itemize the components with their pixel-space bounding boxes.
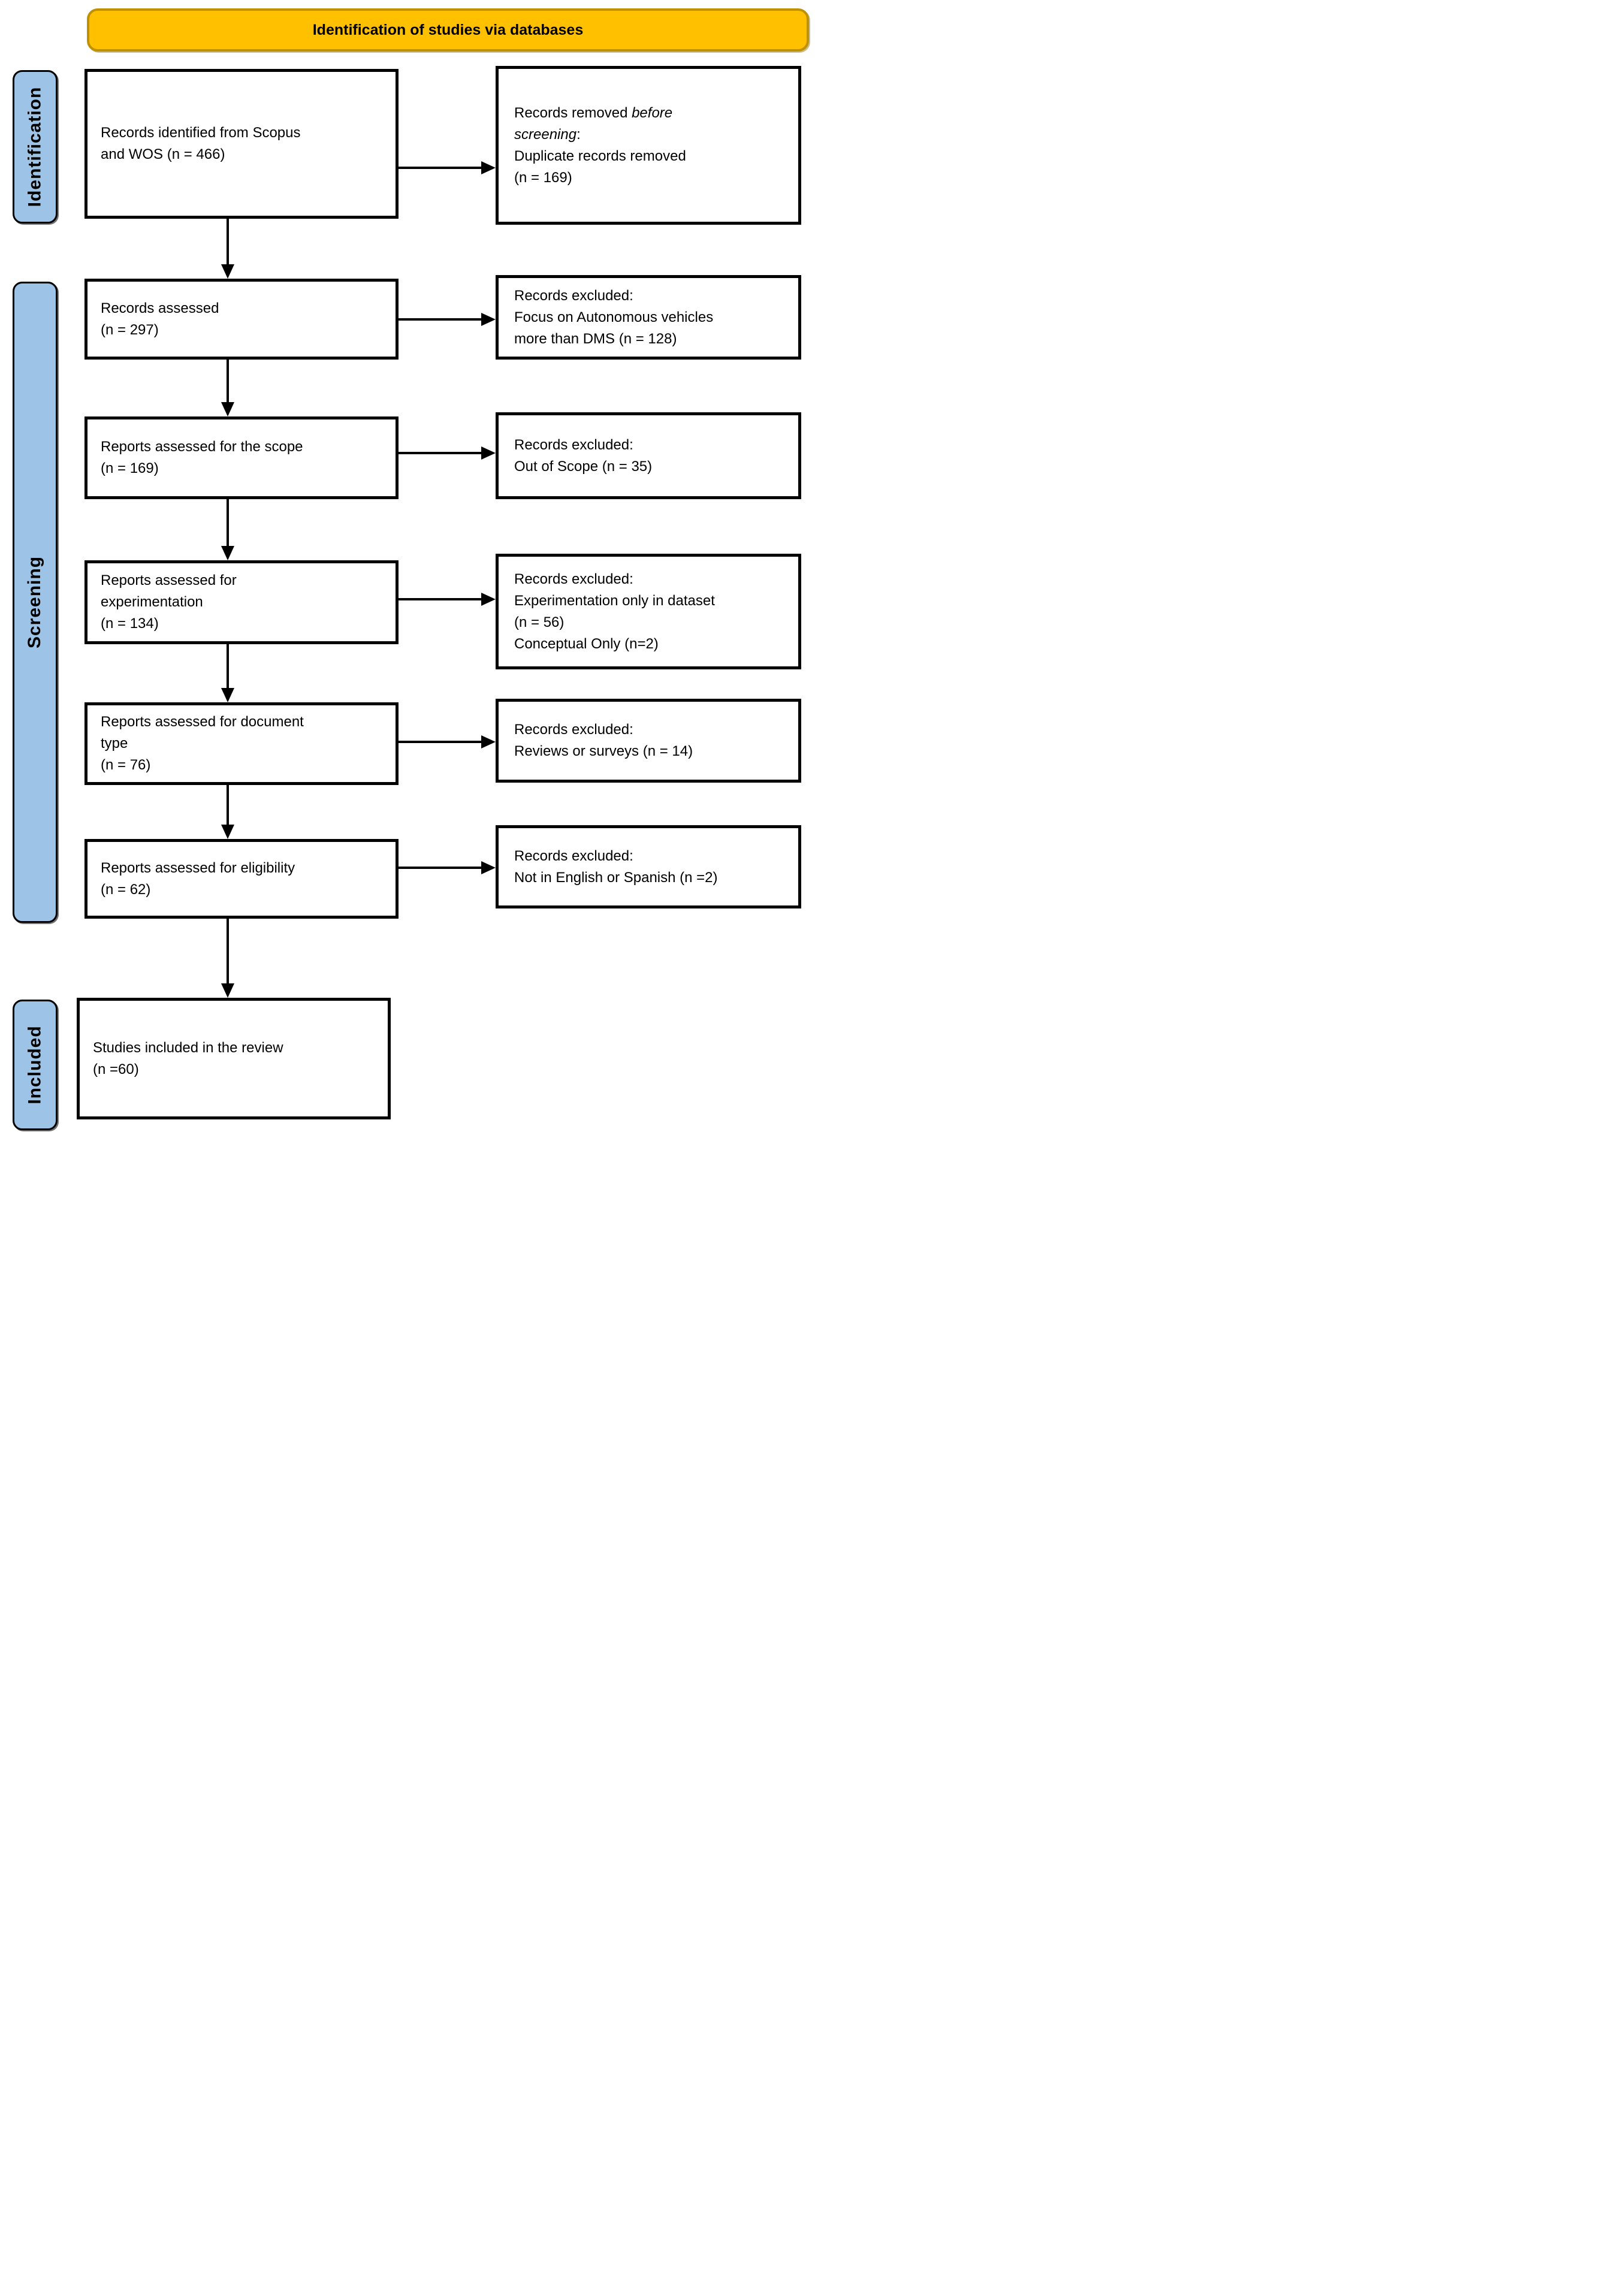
box-reports-scope: Reports assessed for the scope (n = 169)	[84, 416, 399, 499]
box-text-line: more than DMS (n = 128)	[514, 330, 677, 347]
box-reports-eligibility: Reports assessed for eligibility (n = 62…	[84, 839, 399, 919]
arrow-line	[399, 741, 482, 743]
box-text-line: Duplicate records removed	[514, 147, 686, 164]
arrow-head-icon	[221, 546, 234, 560]
stage-screening: Screening	[13, 282, 58, 923]
stage-identification: Identification	[13, 70, 58, 224]
arrow-head-icon	[481, 161, 496, 174]
arrow-head-icon	[481, 735, 496, 748]
box-text-line: (n =60)	[93, 1061, 139, 1077]
box-text-line: Reports assessed for document	[101, 714, 304, 730]
box-text-line: Records excluded:	[514, 287, 633, 304]
arrow-head-icon	[481, 446, 496, 460]
heading-italic-text: before	[632, 104, 673, 121]
diagram-title: Identification of studies via databases	[312, 21, 584, 38]
arrow-line	[227, 644, 229, 689]
box-excluded-autonomous: Records excluded: Focus on Autonomous ve…	[496, 275, 801, 360]
box-excluded-reviews: Records excluded: Reviews or surveys (n …	[496, 699, 801, 783]
heading-italic-text: screening	[514, 126, 577, 143]
arrow-line	[399, 167, 482, 169]
box-text-line: screening:	[499, 124, 798, 146]
stage-included-label: Included	[25, 1025, 45, 1104]
arrow-line	[227, 919, 229, 985]
arrow-head-icon	[221, 983, 234, 998]
arrow-head-icon	[221, 825, 234, 839]
arrow-head-icon	[221, 688, 234, 702]
prisma-flow-diagram: Identification of studies via databases …	[0, 0, 812, 1135]
stage-identification-label: Identification	[25, 86, 45, 207]
box-text-line: Records excluded:	[514, 847, 633, 864]
box-text-line: (n = 169)	[514, 169, 572, 186]
arrow-head-icon	[481, 593, 496, 606]
arrow-head-icon	[221, 402, 234, 416]
box-text-line: Records removed before	[499, 102, 798, 124]
box-text-line: Records identified from Scopus	[101, 125, 301, 141]
box-studies-included: Studies included in the review (n =60)	[77, 998, 391, 1119]
arrow-head-icon	[481, 861, 496, 874]
box-text-line: Reports assessed for the scope	[101, 439, 303, 455]
stage-screening-label: Screening	[25, 556, 45, 649]
box-records-assessed: Records assessed (n = 297)	[84, 279, 399, 360]
box-text-line: and WOS (n = 466)	[101, 146, 225, 162]
box-text-line: Not in English or Spanish (n =2)	[514, 869, 718, 886]
box-text-line: type	[101, 735, 128, 751]
box-text-line: (n = 76)	[101, 757, 151, 773]
arrow-line	[399, 318, 482, 321]
box-excluded-language: Records excluded: Not in English or Span…	[496, 825, 801, 908]
box-text-line: Experimentation only in dataset	[514, 592, 715, 609]
box-text-line: Studies included in the review	[93, 1039, 283, 1056]
box-text-line: Reviews or surveys (n = 14)	[514, 743, 693, 759]
heading-normal-text: Records removed	[514, 104, 632, 121]
heading-suffix-text: :	[576, 126, 581, 143]
box-text-line: Records excluded:	[514, 722, 633, 738]
stage-included: Included	[13, 1000, 58, 1130]
box-text-line: Records excluded:	[514, 570, 633, 587]
arrow-head-icon	[481, 313, 496, 326]
arrow-line	[227, 785, 229, 826]
box-records-identified: Records identified from Scopus and WOS (…	[84, 69, 399, 219]
box-removed-before-screening: Records removed before screening: Duplic…	[496, 66, 801, 225]
arrow-line	[227, 499, 229, 547]
box-text-line: Focus on Autonomous vehicles	[514, 309, 714, 325]
box-excluded-out-of-scope: Records excluded: Out of Scope (n = 35)	[496, 412, 801, 499]
box-reports-document-type: Reports assessed for document type (n = …	[84, 702, 399, 785]
box-text-line: (n = 297)	[101, 321, 159, 338]
box-text-line: (n = 62)	[101, 881, 151, 898]
arrow-line	[399, 598, 482, 600]
box-text-line: Out of Scope (n = 35)	[514, 458, 653, 475]
box-text-line: Records excluded:	[514, 436, 633, 453]
diagram-title-banner: Identification of studies via databases	[87, 8, 809, 52]
box-text-line: (n = 56)	[514, 614, 565, 630]
box-text-line: (n = 134)	[101, 615, 159, 632]
arrow-line	[227, 219, 229, 265]
arrow-head-icon	[221, 264, 234, 279]
box-text-line: Reports assessed for	[101, 572, 237, 588]
box-text-line: Conceptual Only (n=2)	[514, 635, 659, 652]
arrow-line	[399, 867, 482, 869]
box-text-line: (n = 169)	[101, 460, 159, 476]
box-text-line: experimentation	[101, 594, 203, 610]
box-text-line: Reports assessed for eligibility	[101, 859, 295, 876]
box-text-line: Records assessed	[101, 300, 219, 316]
arrow-line	[399, 452, 482, 454]
box-reports-experimentation: Reports assessed for experimentation (n …	[84, 560, 399, 644]
box-excluded-experimentation: Records excluded: Experimentation only i…	[496, 554, 801, 669]
arrow-line	[227, 360, 229, 403]
